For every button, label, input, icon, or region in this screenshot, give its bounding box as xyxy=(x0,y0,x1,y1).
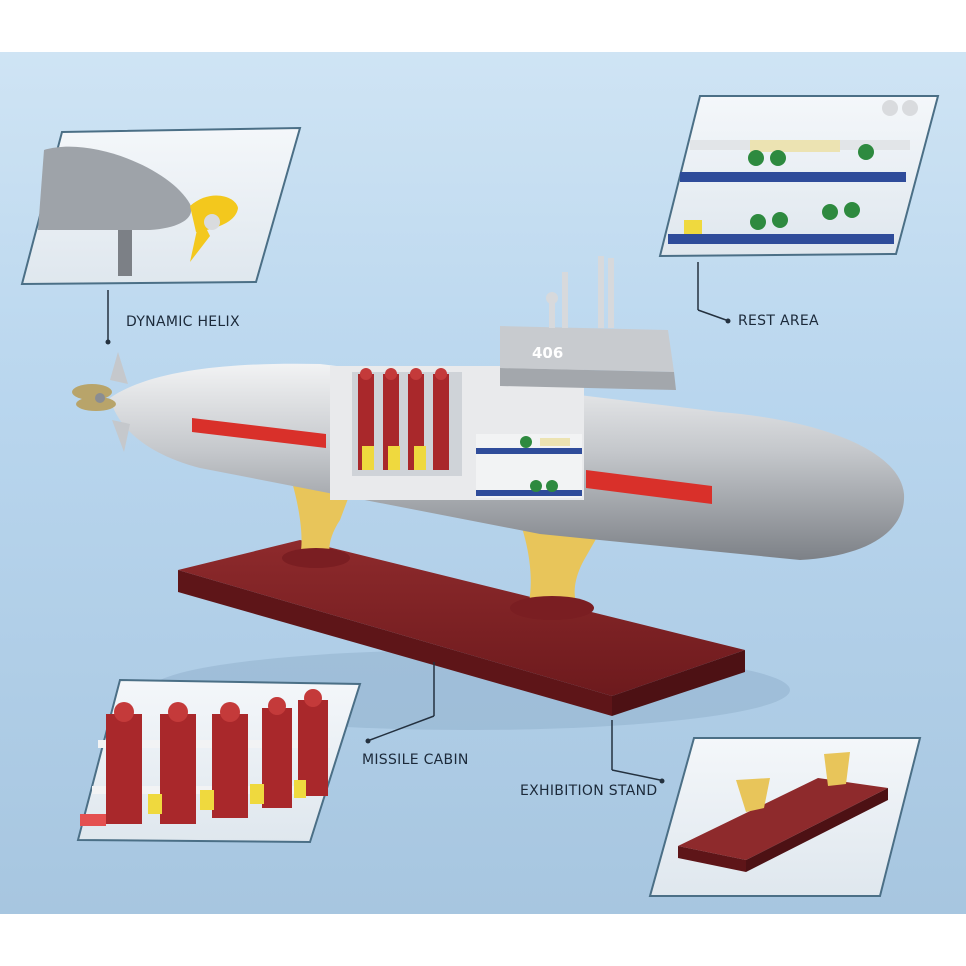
propeller xyxy=(72,352,130,452)
submarine-hull: 406 xyxy=(110,256,905,560)
detail-panel-exhibition-stand xyxy=(648,737,922,897)
label-exhibition-stand: EXHIBITION STAND xyxy=(520,783,658,799)
label-dynamic-helix: DYNAMIC HELIX xyxy=(126,314,240,330)
label-missile-cabin: MISSILE CABIN xyxy=(362,752,469,768)
rest-area-cutaway xyxy=(476,434,582,498)
hull-number: 406 xyxy=(532,344,563,362)
missile-tubes xyxy=(358,368,449,470)
label-rest-area: REST AREA xyxy=(738,313,819,329)
stand-supports xyxy=(282,482,600,620)
detail-panel-dynamic-helix xyxy=(20,126,302,286)
exhibition-stand xyxy=(178,540,745,716)
detail-panel-rest-area xyxy=(658,95,940,258)
detail-panel-missile-cabin xyxy=(76,678,362,844)
